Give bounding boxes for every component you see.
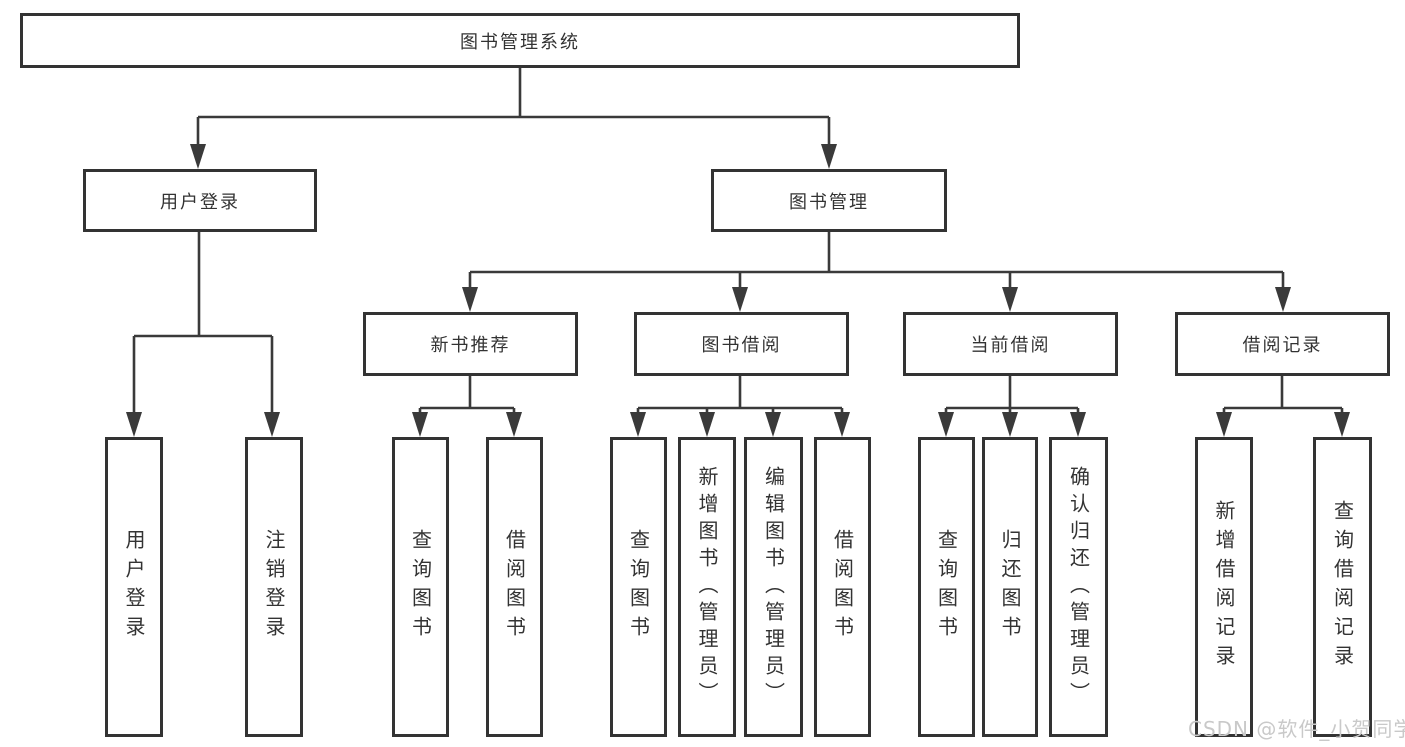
- node-bb-query-books-label: 查询图书: [626, 529, 651, 645]
- connector-current-borrow-children: [938, 376, 1086, 437]
- connector-user-login-children: [126, 232, 280, 437]
- node-nbr-borrow-books-label: 借阅图书: [502, 529, 527, 645]
- node-nbr-query-books: 查询图书: [392, 437, 449, 737]
- node-book-borrow-label: 图书借阅: [701, 335, 782, 356]
- node-user-login: 用户登录: [105, 437, 163, 737]
- node-cb-return-books-label: 归还图书: [998, 529, 1022, 645]
- connector-book-mgmt-children: [462, 232, 1291, 312]
- node-cb-return-books: 归还图书: [982, 437, 1038, 737]
- node-bb-add-books-admin: 新增图书（管理员）: [678, 437, 736, 737]
- node-current-borrow: 当前借阅: [903, 312, 1118, 376]
- node-logout: 注销登录: [245, 437, 303, 737]
- node-cb-confirm-return-admin: 确认归还（管理员）: [1049, 437, 1108, 737]
- csdn-watermark: CSDN @软件_小贺同学: [1188, 717, 1405, 741]
- node-root-label: 图书管理系统: [460, 31, 580, 53]
- node-cb-query-books: 查询图书: [918, 437, 975, 737]
- node-br-query-record: 查询借阅记录: [1313, 437, 1372, 737]
- connector-new-book-rec-children: [412, 376, 522, 437]
- node-book-mgmt-group: 图书管理: [711, 169, 947, 232]
- connector-root-to-level2: [190, 68, 837, 169]
- node-user-login-label: 用户登录: [122, 529, 146, 645]
- node-bb-borrow-books: 借阅图书: [814, 437, 871, 737]
- node-nbr-borrow-books: 借阅图书: [486, 437, 543, 737]
- node-book-mgmt-group-label: 图书管理: [789, 191, 869, 213]
- node-user-login-group-label: 用户登录: [160, 191, 240, 213]
- node-user-login-group: 用户登录: [83, 169, 317, 232]
- node-bb-edit-books-admin: 编辑图书（管理员）: [744, 437, 803, 737]
- node-bb-edit-books-admin-label: 编辑图书（管理员）: [761, 465, 786, 709]
- connector-borrow-records-children: [1216, 376, 1350, 437]
- node-new-book-rec: 新书推荐: [363, 312, 578, 376]
- node-borrow-records-label: 借阅记录: [1242, 335, 1323, 356]
- node-current-borrow-label: 当前借阅: [970, 335, 1051, 356]
- node-logout-label: 注销登录: [262, 529, 286, 645]
- node-book-borrow: 图书借阅: [634, 312, 849, 376]
- node-cb-query-books-label: 查询图书: [934, 529, 959, 645]
- node-br-add-record-label: 新增借阅记录: [1212, 500, 1236, 674]
- node-br-query-record-label: 查询借阅记录: [1330, 500, 1355, 674]
- node-cb-confirm-return-admin-label: 确认归还（管理员）: [1066, 465, 1091, 709]
- node-bb-add-books-admin-label: 新增图书（管理员）: [695, 465, 719, 709]
- node-bb-query-books: 查询图书: [610, 437, 667, 737]
- node-root: 图书管理系统: [20, 13, 1020, 68]
- node-new-book-rec-label: 新书推荐: [430, 335, 511, 356]
- node-br-add-record: 新增借阅记录: [1195, 437, 1253, 737]
- node-bb-borrow-books-label: 借阅图书: [830, 529, 855, 645]
- connector-book-borrow-children: [630, 376, 850, 437]
- node-nbr-query-books-label: 查询图书: [408, 529, 433, 645]
- node-borrow-records: 借阅记录: [1175, 312, 1390, 376]
